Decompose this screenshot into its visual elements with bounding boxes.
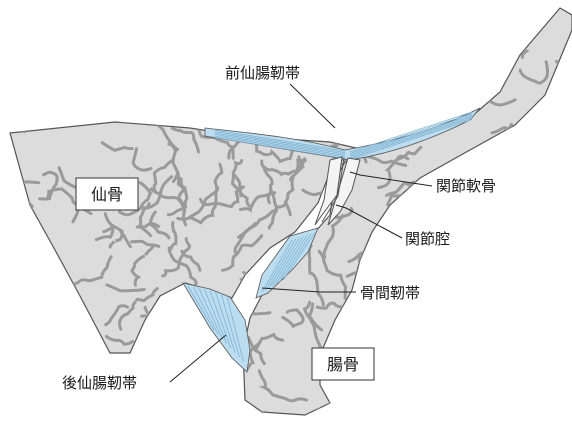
label-articular-cartilage: 関節軟骨 xyxy=(436,177,496,195)
trabecula-squiggle xyxy=(251,115,270,133)
trabecula-squiggle xyxy=(13,284,29,330)
trabecula-squiggle xyxy=(567,62,572,96)
trabecula-squiggle xyxy=(34,266,59,287)
trabecula-squiggle xyxy=(379,12,393,45)
trabecula-squiggle xyxy=(567,386,572,400)
trabecula-squiggle xyxy=(346,334,395,346)
trabecula-squiggle xyxy=(428,264,464,291)
trabecula-squiggle xyxy=(20,336,55,344)
trabecula-squiggle xyxy=(282,93,298,129)
trabecula-squiggle xyxy=(434,190,443,233)
trabecula-squiggle xyxy=(483,237,503,262)
label-sacrum: 仙骨 xyxy=(91,186,123,204)
trabecula-squiggle xyxy=(234,101,246,133)
trabecula-squiggle xyxy=(493,246,554,255)
trabecula-squiggle xyxy=(457,413,497,425)
label-joint-cavity: 関節腔 xyxy=(405,230,450,248)
trabecula-squiggle xyxy=(13,99,32,132)
trabecula-squiggle xyxy=(257,102,275,139)
trabecula-squiggle xyxy=(420,404,454,417)
sacrum-label-box: 仙骨 xyxy=(76,178,138,210)
trabecula-squiggle xyxy=(526,136,564,186)
trabecula-squiggle xyxy=(331,79,359,90)
trabecula-squiggle xyxy=(252,13,290,39)
trabecula-squiggle xyxy=(516,338,534,367)
label-ilium: 腸骨 xyxy=(327,357,359,374)
trabecula-squiggle xyxy=(164,301,178,346)
leader-posterior-ligament xyxy=(170,335,226,382)
trabecula-squiggle xyxy=(480,350,517,359)
trabecula-squiggle xyxy=(467,294,503,328)
trabecula-squiggle xyxy=(300,74,325,132)
trabecula-squiggle xyxy=(548,178,572,189)
trabecula-squiggle xyxy=(424,300,440,350)
trabecula-squiggle xyxy=(247,19,299,32)
trabecula-squiggle xyxy=(481,0,530,35)
trabecula-squiggle xyxy=(376,300,416,326)
trabecula-squiggle xyxy=(557,61,572,93)
trabecula-squiggle xyxy=(17,269,28,296)
trabecula-squiggle xyxy=(332,326,340,345)
trabecula-squiggle xyxy=(448,329,481,357)
trabecula-squiggle xyxy=(431,390,468,404)
label-posterior-sacroiliac-ligament: 後仙腸靭帯 xyxy=(62,375,137,392)
trabecula-squiggle xyxy=(48,320,71,350)
ilium-label-box: 腸骨 xyxy=(312,348,374,380)
trabecula-squiggle xyxy=(313,56,338,88)
trabecula-squiggle xyxy=(505,30,527,57)
trabecula-squiggle xyxy=(467,280,485,305)
trabecula-squiggle xyxy=(448,293,480,314)
leader-anterior-ligament xyxy=(290,84,335,128)
trabecula-squiggle xyxy=(513,214,539,217)
label-anterior-sacroiliac-ligament: 前仙腸靭帯 xyxy=(225,65,300,82)
trabecula-squiggle xyxy=(241,47,266,65)
trabecula-squiggle xyxy=(450,336,472,350)
trabecula-squiggle xyxy=(12,233,31,246)
trabecula-squiggle xyxy=(394,353,408,389)
trabecula-squiggle xyxy=(309,73,329,107)
trabecula-squiggle xyxy=(319,406,344,419)
trabecula-squiggle xyxy=(441,246,452,272)
trabecula-squiggle xyxy=(248,116,281,130)
label-interosseous-ligament: 骨間靭帯 xyxy=(360,285,420,302)
trabecula-squiggle xyxy=(34,290,53,302)
trabecula-squiggle xyxy=(354,68,371,93)
posterior-sacroiliac-ligament xyxy=(183,283,250,372)
trabecula-squiggle xyxy=(348,302,362,346)
